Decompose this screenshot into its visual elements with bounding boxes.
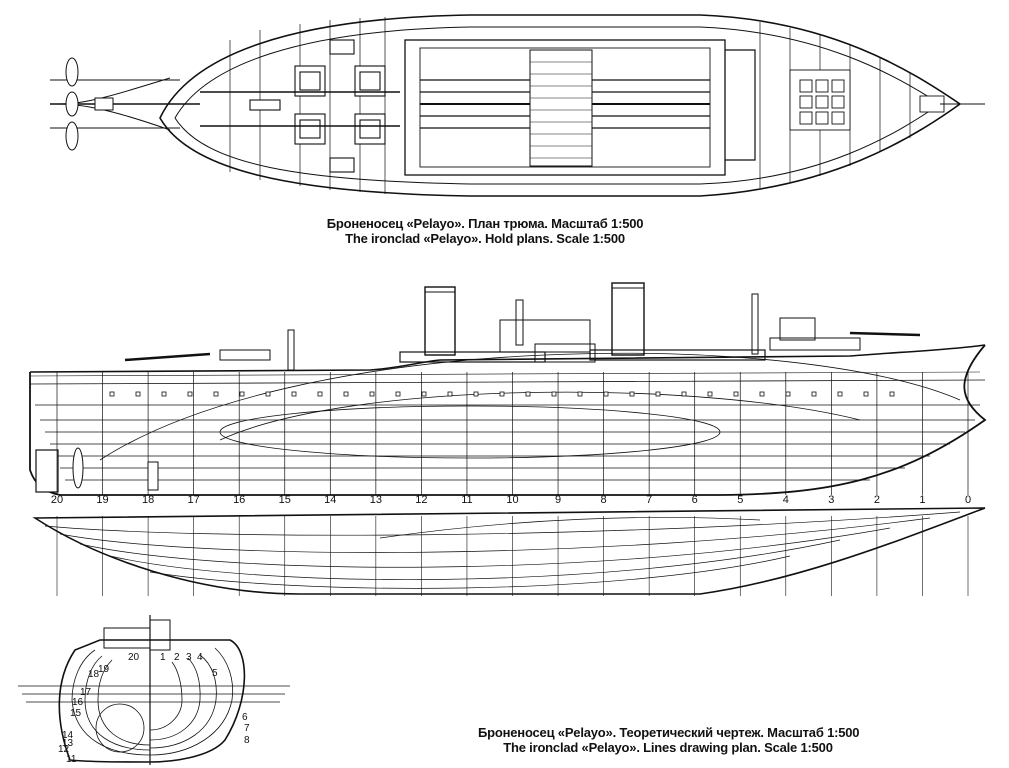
half-breadth-plan — [32, 507, 986, 596]
station-number: 15 — [279, 494, 291, 506]
station-number: 12 — [415, 494, 427, 506]
body-plan-label: 6 — [242, 712, 248, 723]
body-plan-label: 1 — [160, 652, 166, 663]
station-number: 6 — [692, 494, 698, 506]
hold-plan-caption-ru: Броненосец «Pelayo». План трюма. Масштаб… — [326, 216, 644, 231]
body-plan-label: 16 — [72, 697, 84, 708]
body-plan-section — [58, 639, 246, 763]
station-number: 5 — [737, 494, 743, 506]
lines-plan-caption-en: The ironclad «Pelayo». Lines drawing pla… — [503, 740, 833, 755]
funnel-fore — [611, 282, 645, 356]
station-number: 1 — [919, 494, 925, 506]
station-number: 9 — [555, 494, 561, 506]
station-number: 2 — [874, 494, 880, 506]
profile-plan — [29, 282, 987, 496]
body-plan-label: 20 — [128, 652, 140, 663]
funnel-aft — [424, 286, 456, 356]
lines-plan-caption: Броненосец «Pelayo». Теоретический черте… — [478, 725, 860, 755]
body-plan-label: 13 — [62, 738, 74, 749]
station-number: 17 — [188, 494, 200, 506]
propeller-icon — [65, 57, 114, 151]
body-plan-label: 11 — [66, 754, 77, 765]
station-number: 16 — [233, 494, 245, 506]
body-plan-label: 2 — [174, 652, 180, 663]
body-plan-label: 15 — [70, 708, 82, 719]
station-number: 11 — [461, 494, 472, 506]
hold-plan-caption-en: The ironclad «Pelayo». Hold plans. Scale… — [345, 231, 625, 246]
body-plan-label: 5 — [212, 668, 218, 679]
station-number: 0 — [965, 494, 971, 506]
body-plan-label: 3 — [186, 652, 192, 663]
body-plan-label: 4 — [197, 652, 203, 663]
body-plan-label: 7 — [244, 723, 250, 734]
body-plan-label: 12 — [58, 744, 70, 755]
station-number: 4 — [783, 494, 789, 506]
station-number: 3 — [828, 494, 834, 506]
hold-plan — [50, 14, 985, 197]
body-plan-label: 8 — [244, 735, 250, 746]
station-number: 8 — [601, 494, 607, 506]
station-number: 13 — [370, 494, 382, 506]
body-plan-label: 19 — [98, 664, 110, 675]
hold-plan-caption: Броненосец «Pelayo». План трюма. Масштаб… — [320, 216, 650, 246]
body-plan-label: 17 — [80, 687, 92, 698]
station-number: 10 — [506, 494, 518, 506]
station-number: 14 — [324, 494, 336, 506]
station-number: 18 — [142, 494, 154, 506]
lines-plan-caption-ru: Броненосец «Pelayo». Теоретический черте… — [478, 725, 860, 740]
station-number: 7 — [646, 494, 652, 506]
station-number: 20 — [51, 494, 63, 506]
station-number: 19 — [96, 494, 108, 506]
half-breadth-outline — [32, 507, 986, 595]
body-plan-label: 18 — [88, 669, 100, 680]
body-plan-label: 14 — [62, 730, 74, 741]
